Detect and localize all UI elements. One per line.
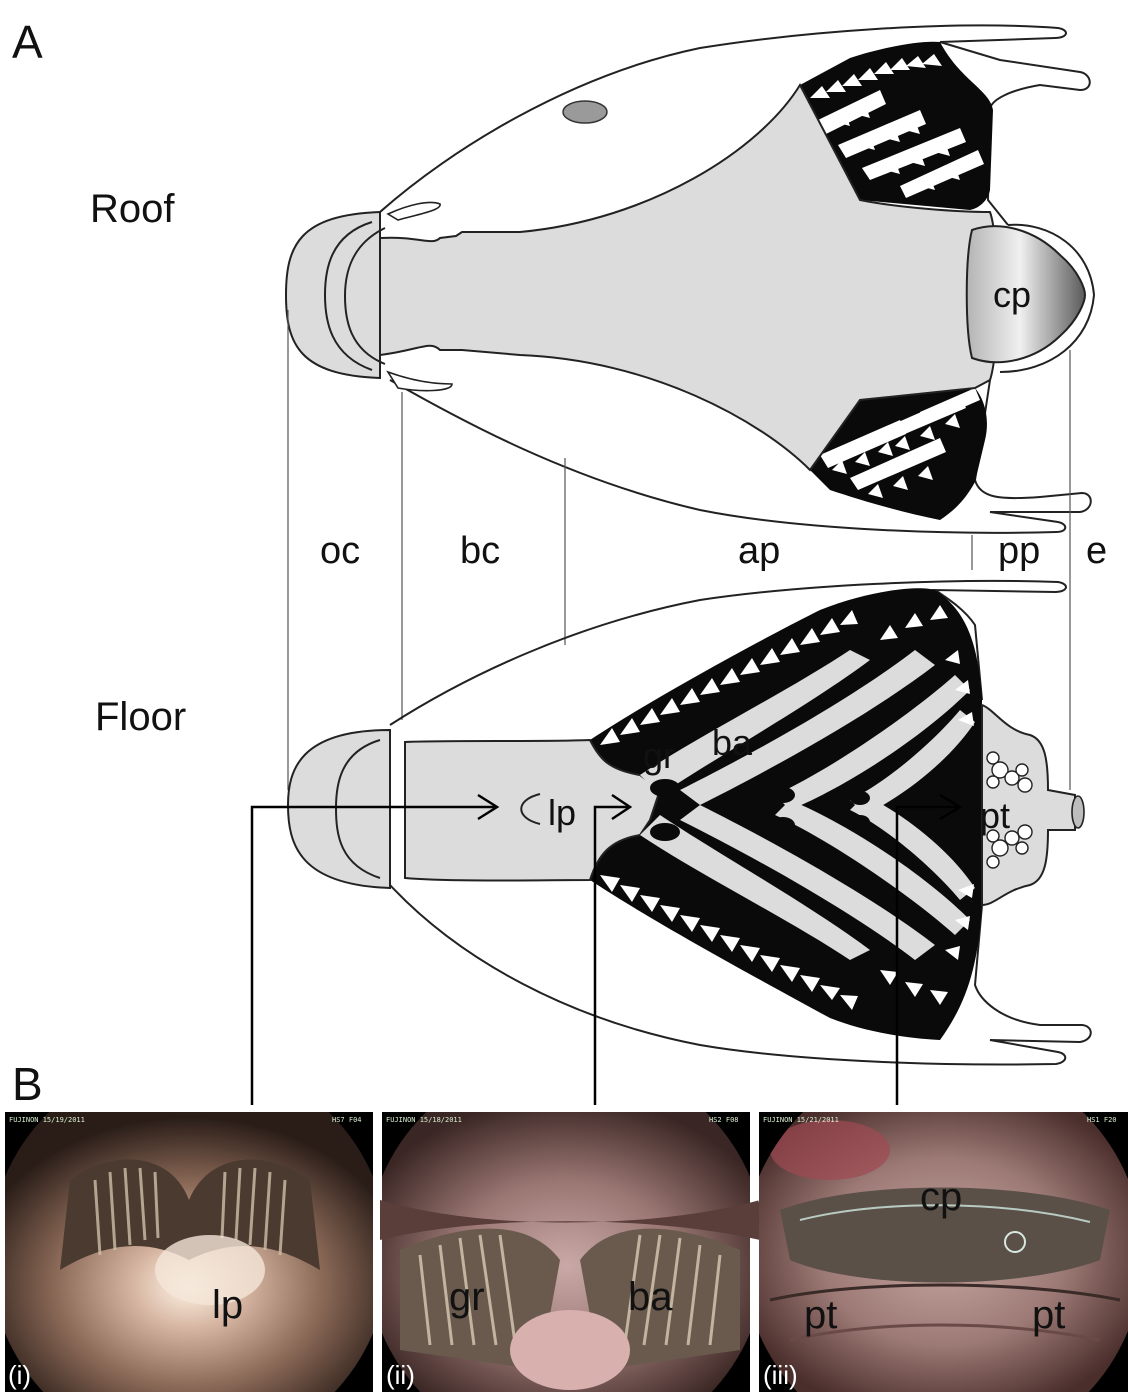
photo-ii-stamp-left: FUJINON 15/18/2011	[386, 1116, 462, 1124]
photo-ii-stamp-right: HS2 F08	[709, 1116, 739, 1124]
photo-i-lp-label: lp	[212, 1283, 243, 1327]
region-ap: ap	[738, 530, 780, 572]
region-pp: pp	[998, 530, 1040, 572]
photo-iii-cp-label: cp	[920, 1175, 962, 1219]
floor-ba-label: ba	[712, 722, 753, 763]
roof-diagram: cp	[286, 25, 1094, 532]
panel-a-letter: A	[12, 16, 43, 68]
photo-iii-pt-left-label: pt	[804, 1293, 837, 1337]
photo-i-stamp-left: FUJINON 15/19/2011	[9, 1116, 85, 1124]
photo-ii: FUJINON 15/18/2011 HS2 F08 gr ba (ii)	[380, 1112, 760, 1392]
photo-iii-stamp-right: HS1 F20	[1087, 1116, 1117, 1124]
roof-label: Roof	[90, 187, 175, 231]
photo-iii-stamp-left: FUJINON 15/21/2011	[763, 1116, 839, 1124]
photo-iii-pt-right-label: pt	[1032, 1293, 1065, 1337]
roof-cp-label: cp	[993, 274, 1031, 315]
photo-iii-index: (iii)	[763, 1360, 798, 1390]
photo-i: FUJINON 15/19/2011 HS7 F04 lp (i)	[5, 1112, 373, 1392]
region-e: e	[1086, 530, 1107, 572]
photo-iii: FUJINON 15/21/2011 HS1 F20 cp pt pt (iii…	[759, 1112, 1128, 1392]
region-bc: bc	[460, 530, 500, 572]
floor-pt-label: pt	[980, 795, 1010, 836]
photo-ii-ba-label: ba	[628, 1275, 673, 1319]
roof-barbel-bottom	[388, 372, 452, 391]
floor-lp-label: lp	[548, 792, 576, 833]
panel-b-letter: B	[12, 1058, 43, 1110]
floor-oral-lobe	[288, 730, 390, 888]
roof-barbel-top	[388, 202, 440, 220]
eye-spot	[563, 101, 607, 123]
floor-diagram: lp gr ba pt	[288, 581, 1091, 1065]
photo-i-index: (i)	[8, 1360, 31, 1390]
photo-ii-index: (ii)	[386, 1360, 415, 1390]
photo-i-stamp-right: HS7 F04	[332, 1116, 362, 1124]
photo-ii-gr-label: gr	[449, 1275, 485, 1319]
floor-gr-label: gr	[643, 735, 675, 776]
region-oc: oc	[320, 530, 360, 572]
floor-label: Floor	[95, 695, 186, 739]
